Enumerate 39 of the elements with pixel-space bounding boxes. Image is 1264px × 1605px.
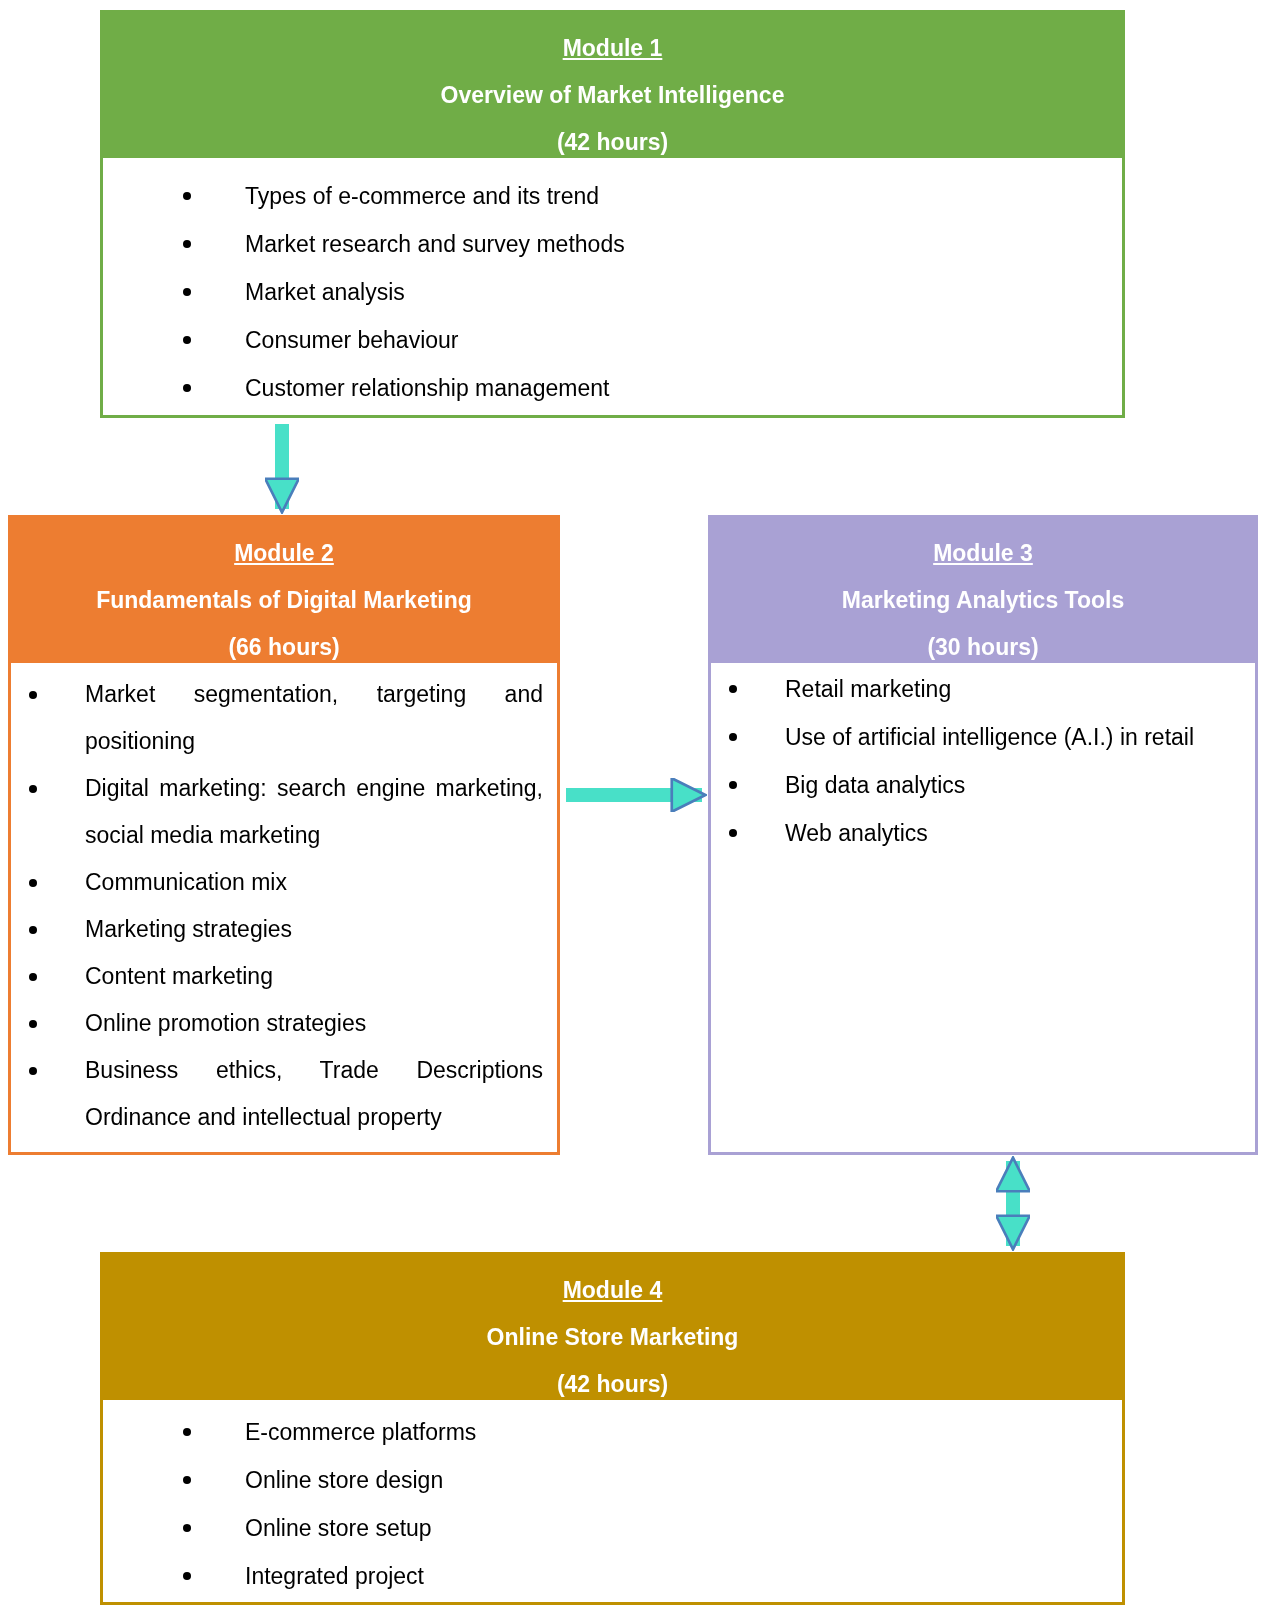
topic-text: Big data analytics bbox=[785, 771, 967, 800]
module-card bbox=[100, 1252, 1125, 1605]
block-arrow bbox=[263, 424, 301, 514]
topic-text: Customer relationship management bbox=[245, 374, 611, 403]
topic-text: Digital marketing: search engine marketing, social media marketing bbox=[85, 774, 543, 850]
module-card bbox=[708, 515, 1258, 1155]
topic-text: Market segmentation, targeting and positioning bbox=[85, 680, 543, 756]
module-title: Marketing Analytics Tools bbox=[841, 586, 1125, 615]
module-title: Fundamentals of Digital Marketing bbox=[96, 586, 472, 615]
topic-text: Communication mix bbox=[85, 868, 288, 897]
topic-text: Market research and survey methods bbox=[245, 230, 626, 259]
topic-text: Online promotion strategies bbox=[85, 1009, 368, 1038]
topic-text: Integrated project bbox=[245, 1562, 425, 1591]
topic-text: Online store design bbox=[245, 1466, 445, 1495]
module-hours: (42 hours) bbox=[556, 128, 669, 157]
module-number: Module 3 bbox=[933, 539, 1033, 568]
topic-text: Web analytics bbox=[785, 819, 929, 848]
module-number: Module 4 bbox=[562, 1276, 663, 1305]
module-number: Module 2 bbox=[234, 539, 334, 568]
module-hours: (42 hours) bbox=[556, 1370, 669, 1399]
module-card bbox=[100, 10, 1125, 418]
topic-text: Business ethics, Trade Descriptions Ordinance and intellectual property bbox=[85, 1056, 543, 1132]
topic-text: Marketing strategies bbox=[85, 915, 294, 944]
topic-text: E-commerce platforms bbox=[245, 1418, 478, 1447]
module-title: Online Store Marketing bbox=[486, 1323, 739, 1352]
module-title: Overview of Market Intelligence bbox=[440, 81, 785, 110]
topic-text: Consumer behaviour bbox=[245, 326, 460, 355]
block-arrow bbox=[994, 1156, 1032, 1251]
topic-text: Content marketing bbox=[85, 962, 274, 991]
topic-text: Online store setup bbox=[245, 1514, 433, 1543]
topic-text: Market analysis bbox=[245, 278, 406, 307]
block-arrow bbox=[566, 776, 707, 814]
topic-text: Use of artificial intelligence (A.I.) in retail bbox=[785, 723, 1196, 752]
module-hours: (66 hours) bbox=[228, 633, 340, 662]
topic-text: Types of e-commerce and its trend bbox=[245, 182, 601, 211]
module-hours: (30 hours) bbox=[927, 633, 1039, 662]
topic-text: Retail marketing bbox=[785, 675, 953, 704]
module-number: Module 1 bbox=[562, 34, 663, 63]
module-card bbox=[8, 515, 560, 1155]
